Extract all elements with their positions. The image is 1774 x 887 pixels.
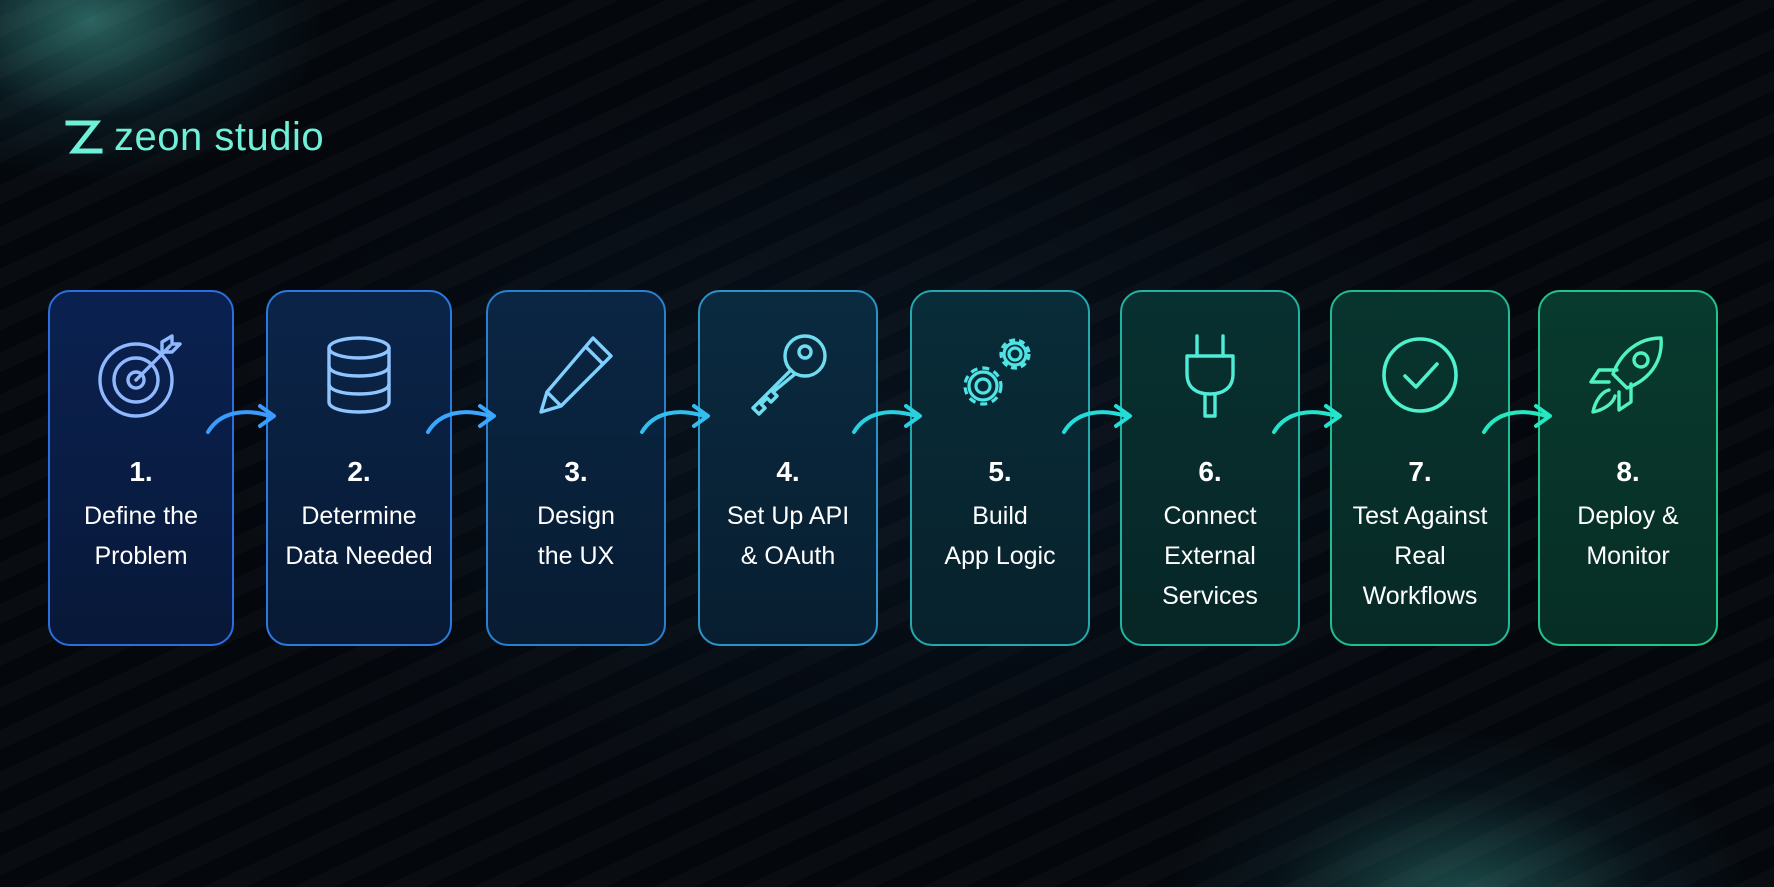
- brand-name: zeon studio: [114, 115, 325, 159]
- step-card-8: 8. Deploy & Monitor: [1538, 290, 1718, 646]
- pencil-icon: [539, 336, 613, 414]
- step-label: Define the Problem: [84, 502, 198, 570]
- step-label: Set Up API & OAuth: [726, 502, 850, 570]
- step-label: Deploy & Monitor: [1577, 502, 1679, 570]
- arrow-right-icon: [1482, 404, 1552, 434]
- check-circle-icon: [1382, 337, 1458, 413]
- step-label: Determine Data Needed: [285, 502, 433, 570]
- step-label: Build App Logic: [944, 502, 1056, 570]
- key-icon: [751, 334, 827, 416]
- step-number: 6.: [1198, 456, 1222, 487]
- step-card-1: 1. Define the Problem: [48, 290, 234, 646]
- step-number: 2.: [347, 456, 371, 487]
- step-label: Connect External Services: [1162, 502, 1258, 610]
- step-number: 1.: [129, 456, 153, 487]
- arrow-right-icon: [1272, 404, 1342, 434]
- arrow-right-icon: [426, 404, 496, 434]
- step-card-2: 2. Determine Data Needed: [266, 290, 452, 646]
- step-number: 3.: [564, 456, 588, 487]
- step-number: 5.: [988, 456, 1012, 487]
- step-number: 7.: [1408, 456, 1432, 487]
- arrow-right-icon: [206, 404, 276, 434]
- plug-icon: [1185, 334, 1235, 418]
- brand-logo: zeon studio: [64, 114, 324, 160]
- step-label: Design the UX: [537, 502, 615, 570]
- zeon-logo-icon: [65, 120, 103, 154]
- step-card-7: 7. Test Against Real Workflows: [1330, 290, 1510, 646]
- step-card-5: 5. Build App Logic: [910, 290, 1090, 646]
- arrow-right-icon: [1062, 404, 1132, 434]
- arrow-right-icon: [640, 404, 710, 434]
- step-card-6: 6. Connect External Services: [1120, 290, 1300, 646]
- step-card-3: 3. Design the UX: [486, 290, 666, 646]
- step-card-4: 4. Set Up API & OAuth: [698, 290, 878, 646]
- rocket-icon: [1589, 336, 1663, 414]
- step-number: 8.: [1616, 456, 1640, 487]
- database-icon: [327, 336, 391, 414]
- target-icon: [98, 334, 182, 418]
- step-number: 4.: [776, 456, 800, 487]
- gears-icon: [963, 338, 1031, 406]
- arrow-right-icon: [852, 404, 922, 434]
- step-label: Test Against Real Workflows: [1352, 502, 1488, 610]
